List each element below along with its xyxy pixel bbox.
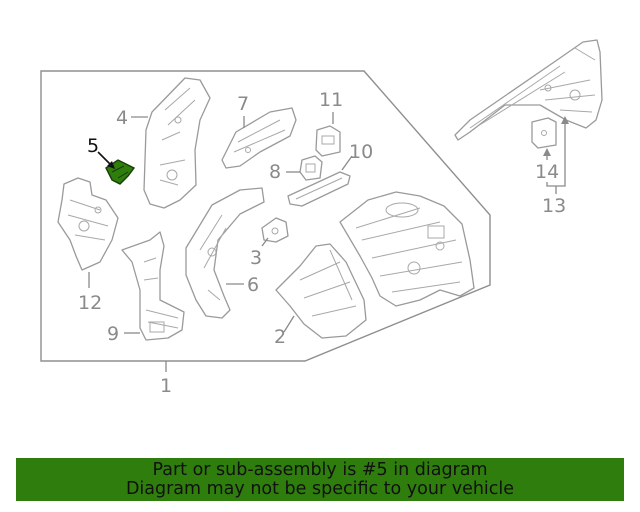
banner-line-1: Part or sub-assembly is #5 in diagram — [152, 459, 488, 480]
rear-assembly — [339, 191, 475, 307]
part-7-bracket — [221, 107, 297, 169]
callout-9: 9 — [107, 323, 119, 345]
callout-1: 1 — [160, 375, 172, 397]
callout-5: 5 — [87, 135, 99, 157]
callout-8: 8 — [269, 161, 281, 183]
part-9-pillar — [121, 231, 185, 341]
callout-6: 6 — [247, 274, 259, 296]
part-8-clip — [299, 155, 323, 181]
part-3-clip — [261, 217, 289, 243]
part-10-strip — [287, 171, 351, 207]
callout-13: 13 — [542, 195, 566, 217]
part-4-pillar — [143, 77, 211, 209]
arrow-5 — [107, 161, 115, 169]
callout-2: 2 — [274, 326, 286, 348]
info-banner: Part or sub-assembly is #5 in diagram Di… — [16, 458, 624, 501]
callout-14: 14 — [535, 161, 559, 183]
leader-3 — [261, 237, 269, 247]
part-11-block — [315, 125, 341, 157]
callout-3: 3 — [250, 247, 262, 269]
part-14-bracket — [531, 117, 557, 149]
part-12-panel — [57, 177, 119, 271]
part-13-rail — [454, 39, 603, 141]
part-2-housing — [275, 243, 367, 339]
callout-12: 12 — [78, 292, 102, 314]
callout-4: 4 — [116, 107, 128, 129]
callout-7: 7 — [237, 93, 249, 115]
arrow-13 — [561, 116, 569, 124]
leader-10 — [341, 155, 353, 171]
assembly-outline — [40, 70, 491, 362]
arrow-14 — [543, 148, 551, 156]
leader-2 — [283, 315, 295, 333]
part-6-arch — [185, 187, 265, 319]
callout-11: 11 — [319, 89, 343, 111]
banner-line-2: Diagram may not be specific to your vehi… — [125, 478, 515, 499]
callout-10: 10 — [349, 141, 373, 163]
